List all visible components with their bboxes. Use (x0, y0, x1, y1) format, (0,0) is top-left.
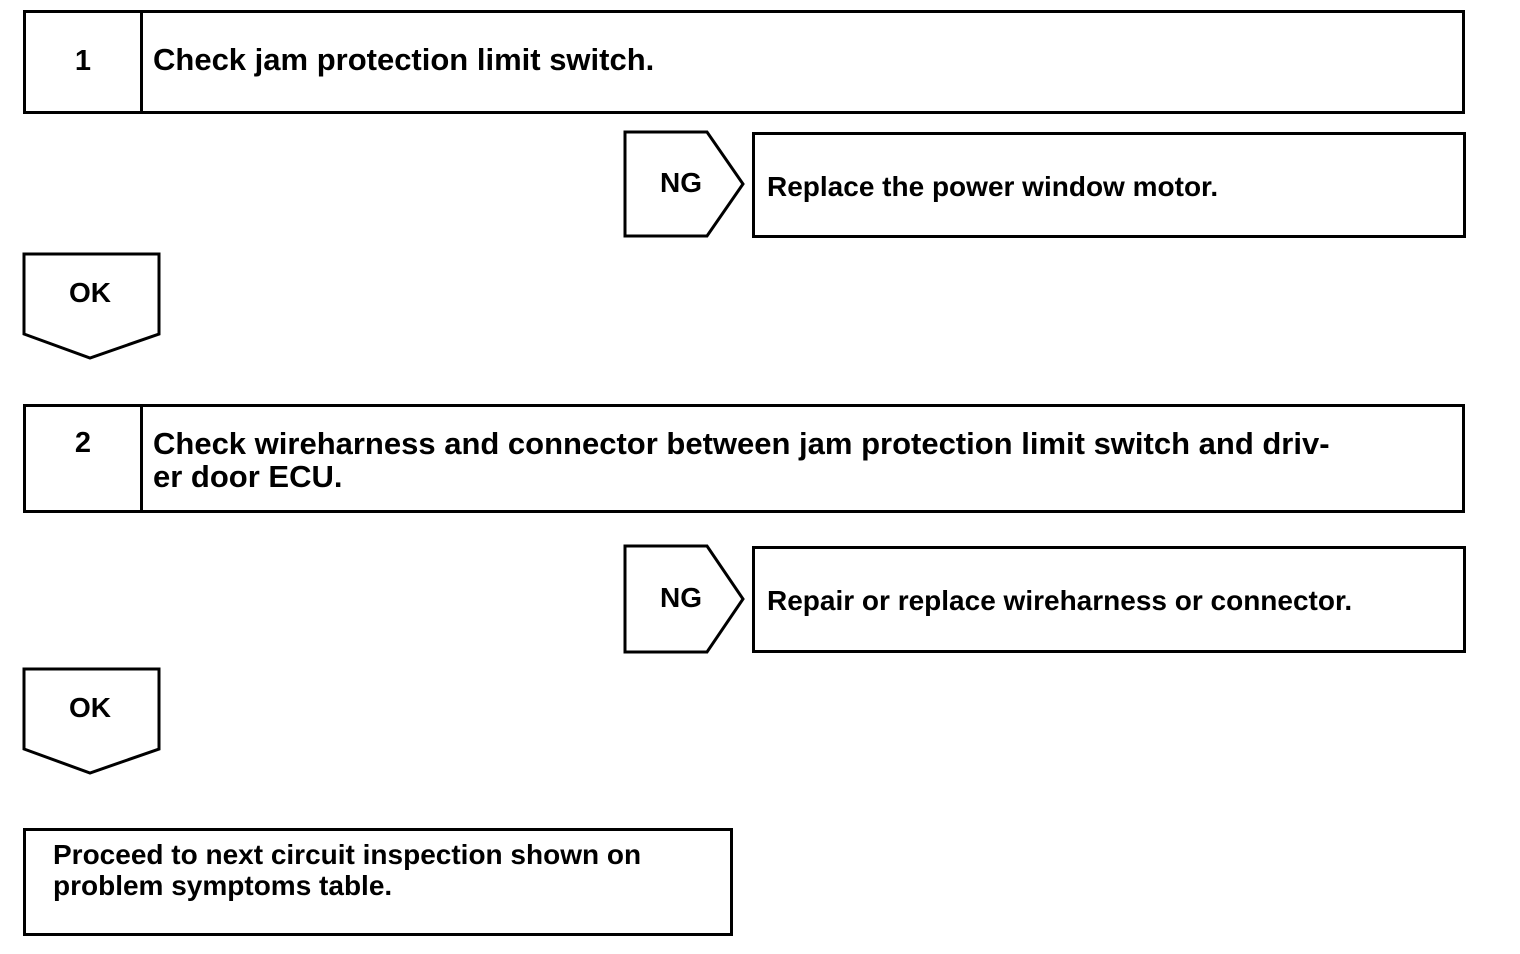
step-1-ok-arrow-tag (22, 252, 161, 360)
step-1-ng-result-text: Replace the power window motor. (767, 171, 1219, 202)
step-1-ng-label: NG (660, 167, 702, 198)
final-action-line-1: Proceed to next circuit inspection shown… (53, 839, 642, 870)
step-2-ng-label: NG (660, 582, 702, 613)
final-action-box: Proceed to next circuit inspection shown… (23, 828, 733, 936)
step-2-box: 2 Check wireharness and connector betwee… (23, 404, 1465, 513)
step-1-number: 1 (26, 13, 143, 111)
step-1-ng-arrow-tag (623, 130, 745, 238)
step-2-ng-result-box: Repair or replace wireharness or connect… (752, 546, 1466, 653)
step-2-text-line-1: Check wireharness and connector between … (153, 426, 1330, 461)
step-2-ng-arrow-tag (623, 544, 745, 654)
step-2-ng-result-text: Repair or replace wireharness or connect… (767, 585, 1353, 616)
step-2-number: 2 (26, 407, 143, 510)
step-1-text: Check jam protection limit switch. (153, 42, 655, 77)
step-1-box: 1 Check jam protection limit switch. (23, 10, 1465, 114)
step-2-ok-arrow-tag (22, 667, 161, 775)
final-action-text: Proceed to next circuit inspection shown… (53, 839, 710, 901)
step-2-text-line-2: er door ECU. (153, 459, 343, 494)
step-2-text: Check wireharness and connector between … (153, 427, 1432, 493)
step-1-ok-label: OK (69, 277, 111, 308)
step-1-ng-result-box: Replace the power window motor. (752, 132, 1466, 238)
step-2-ok-label: OK (69, 692, 111, 723)
final-action-line-2: problem symptoms table. (53, 870, 393, 901)
